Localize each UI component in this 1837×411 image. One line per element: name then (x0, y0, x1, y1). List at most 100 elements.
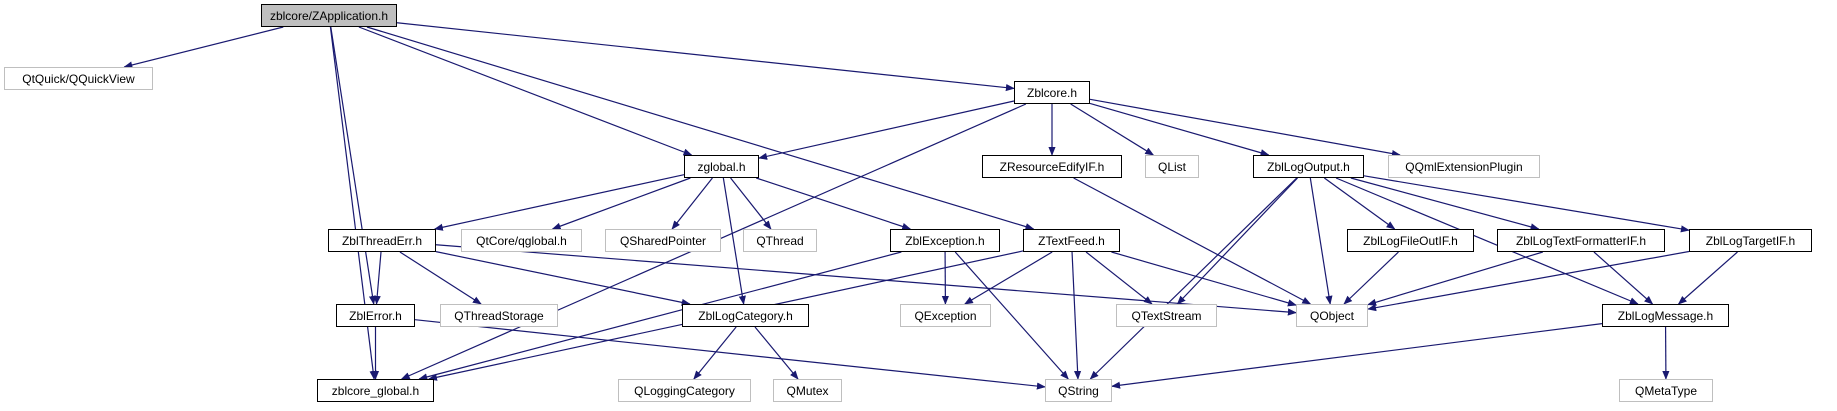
node-qloggingcategory[interactable]: QLoggingCategory (618, 379, 751, 402)
node-label: QThread (756, 233, 804, 248)
edge-zapplication-to-zblerror (330, 26, 377, 305)
node-label: ZTextFeed.h (1038, 233, 1105, 248)
node-qqmlextensionplugin[interactable]: QQmlExtensionPlugin (1388, 155, 1540, 178)
node-zblcore[interactable]: Zblcore.h (1014, 81, 1090, 104)
edge-zbllogoutput-to-qstring (1089, 177, 1298, 380)
node-zresourceedifyif[interactable]: ZResourceEdifyIF.h (982, 155, 1122, 178)
edge-zresourceedifyif-to-qobject (1073, 177, 1312, 305)
edge-zbllogtargetif-to-qobject (1367, 250, 1690, 312)
node-qtcoreqglobal[interactable]: QtCore/qglobal.h (461, 229, 582, 252)
node-zbllogcategory[interactable]: ZblLogCategory.h (682, 304, 809, 327)
node-qthreadstorage[interactable]: QThreadStorage (440, 304, 558, 327)
edge-zbllogoutput-to-zbllogmessage (1335, 177, 1639, 305)
node-label: QList (1157, 159, 1186, 174)
edge-zbllogoutput-to-zbllogtextformatterif (1350, 177, 1540, 231)
node-label: ZblLogMessage.h (1617, 308, 1714, 323)
edge-zbllogcategory-to-qmutex (754, 326, 799, 380)
node-label: ZblLogTargetIF.h (1705, 233, 1796, 248)
node-label: ZblLogTextFormatterIF.h (1515, 233, 1647, 248)
node-label: QException (914, 308, 977, 323)
edge-zbllogoutput-to-qtextstream (1176, 177, 1298, 305)
node-label: ZblLogOutput.h (1267, 159, 1350, 174)
node-label: ZResourceEdifyIF.h (999, 159, 1105, 174)
node-zbllogtextformatterif[interactable]: ZblLogTextFormatterIF.h (1497, 229, 1665, 252)
node-zglobal[interactable]: zglobal.h (684, 155, 759, 178)
node-label: zglobal.h (697, 159, 746, 174)
node-label: QObject (1309, 308, 1354, 323)
edge-zblexception-to-qstring (954, 251, 1069, 380)
edge-zblthreaderr-to-qobject (435, 244, 1297, 316)
node-label: Zblcore.h (1026, 85, 1078, 100)
edge-zbllogoutput-to-zbllogtargetif (1363, 175, 1690, 233)
edge-zglobal-to-zblexception (756, 177, 912, 230)
edge-zbllogmessage-to-qstring (1111, 323, 1603, 389)
node-qlist[interactable]: QList (1145, 155, 1199, 178)
node-zblerror[interactable]: ZblError.h (336, 304, 415, 327)
edge-zglobal-to-qthread (730, 177, 772, 230)
edge-zapplication-to-zblcore (396, 22, 1015, 92)
edge-zblerror-to-qstring (414, 319, 1046, 390)
node-label: QtQuick/QQuickView (22, 71, 135, 86)
node-label: QSharedPointer (619, 233, 707, 248)
node-label: QtCore/qglobal.h (476, 233, 567, 248)
node-label: zblcore_global.h (331, 383, 420, 398)
node-qtextstream[interactable]: QTextStream (1116, 304, 1217, 327)
edge-zblcore-to-zglobal (758, 100, 1015, 160)
edge-zblcore-to-zbllogoutput (1089, 102, 1270, 157)
node-qthread[interactable]: QThread (743, 229, 817, 252)
edge-zapplication-to-qquickview (123, 26, 284, 69)
edge-zbllogcategory-to-qloggingcategory (693, 326, 737, 380)
edge-zapplication-to-zglobal (358, 26, 693, 156)
node-qquickview[interactable]: QtQuick/QQuickView (4, 67, 153, 90)
node-qobject[interactable]: QObject (1296, 304, 1368, 327)
node-zbllogtargetif[interactable]: ZblLogTargetIF.h (1689, 229, 1812, 252)
node-label: QLoggingCategory (634, 383, 735, 398)
node-label: ZblLogFileOutIF.h (1363, 233, 1458, 248)
node-label: zblcore/ZApplication.h (269, 8, 389, 23)
edge-zglobal-to-qsharedpointer (671, 177, 713, 230)
edge-ztextfeed-to-qexception (964, 251, 1053, 305)
node-label: QTextStream (1131, 308, 1202, 323)
node-qmetatype[interactable]: QMetaType (1619, 379, 1713, 402)
edge-zbllogoutput-to-zbllogfileoutif (1323, 177, 1396, 230)
node-zblcore-global[interactable]: zblcore_global.h (317, 379, 434, 402)
edge-zblthreaderr-to-zblerror (373, 251, 382, 305)
node-label: ZblThreadErr.h (341, 233, 423, 248)
edge-zglobal-to-zbllogcategory (722, 177, 746, 305)
node-label: ZblError.h (349, 308, 402, 323)
node-label: QMutex (786, 383, 829, 398)
edge-zblcore-to-qlist (1070, 103, 1155, 156)
node-zblexception[interactable]: ZblException.h (890, 229, 1000, 252)
edge-zapplication-to-ztextfeed (366, 26, 1035, 231)
node-zbllogmessage[interactable]: ZblLogMessage.h (1602, 304, 1729, 327)
node-label: QThreadStorage (454, 308, 544, 323)
edge-zbllogtextformatterif-to-zbllogmessage (1593, 251, 1654, 305)
edge-zbllogfileoutif-to-qobject (1343, 251, 1399, 305)
edge-zblthreaderr-to-zbllogcategory (435, 251, 691, 306)
node-label: QString (1058, 383, 1099, 398)
node-qmutex[interactable]: QMutex (773, 379, 842, 402)
edge-ztextfeed-to-qtextstream (1085, 251, 1153, 305)
node-label: QQmlExtensionPlugin (1405, 159, 1523, 174)
node-zapplication: zblcore/ZApplication.h (261, 4, 397, 27)
node-zblthreaderr[interactable]: ZblThreadErr.h (328, 229, 436, 252)
node-ztextfeed[interactable]: ZTextFeed.h (1023, 229, 1120, 252)
edge-ztextfeed-to-qstring (1071, 251, 1082, 380)
edge-zbllogoutput-to-qobject (1309, 177, 1333, 305)
edge-zblthreaderr-to-qthreadstorage (399, 251, 482, 305)
node-label: ZblLogCategory.h (698, 308, 793, 323)
edge-zblexception-to-zblcore_global (418, 251, 902, 381)
edge-zbllogtargetif-to-zbllogmessage (1677, 251, 1738, 305)
node-qstring[interactable]: QString (1045, 379, 1112, 402)
node-qexception[interactable]: QException (900, 304, 991, 327)
edge-zbllogtextformatterif-to-qobject (1367, 251, 1543, 306)
edge-zglobal-to-zblthreaderr (433, 174, 685, 231)
edge-zglobal-to-qtcoreqglobal (551, 177, 691, 230)
edge-ztextfeed-to-qobject (1111, 251, 1297, 307)
node-qsharedpointer[interactable]: QSharedPointer (605, 229, 721, 252)
node-zbllogoutput[interactable]: ZblLogOutput.h (1253, 155, 1364, 178)
node-zbllogfileoutif[interactable]: ZblLogFileOutIF.h (1347, 229, 1474, 252)
edge-zblcore-to-qqmlextensionplugin (1089, 98, 1401, 158)
node-label: ZblException.h (905, 233, 985, 248)
